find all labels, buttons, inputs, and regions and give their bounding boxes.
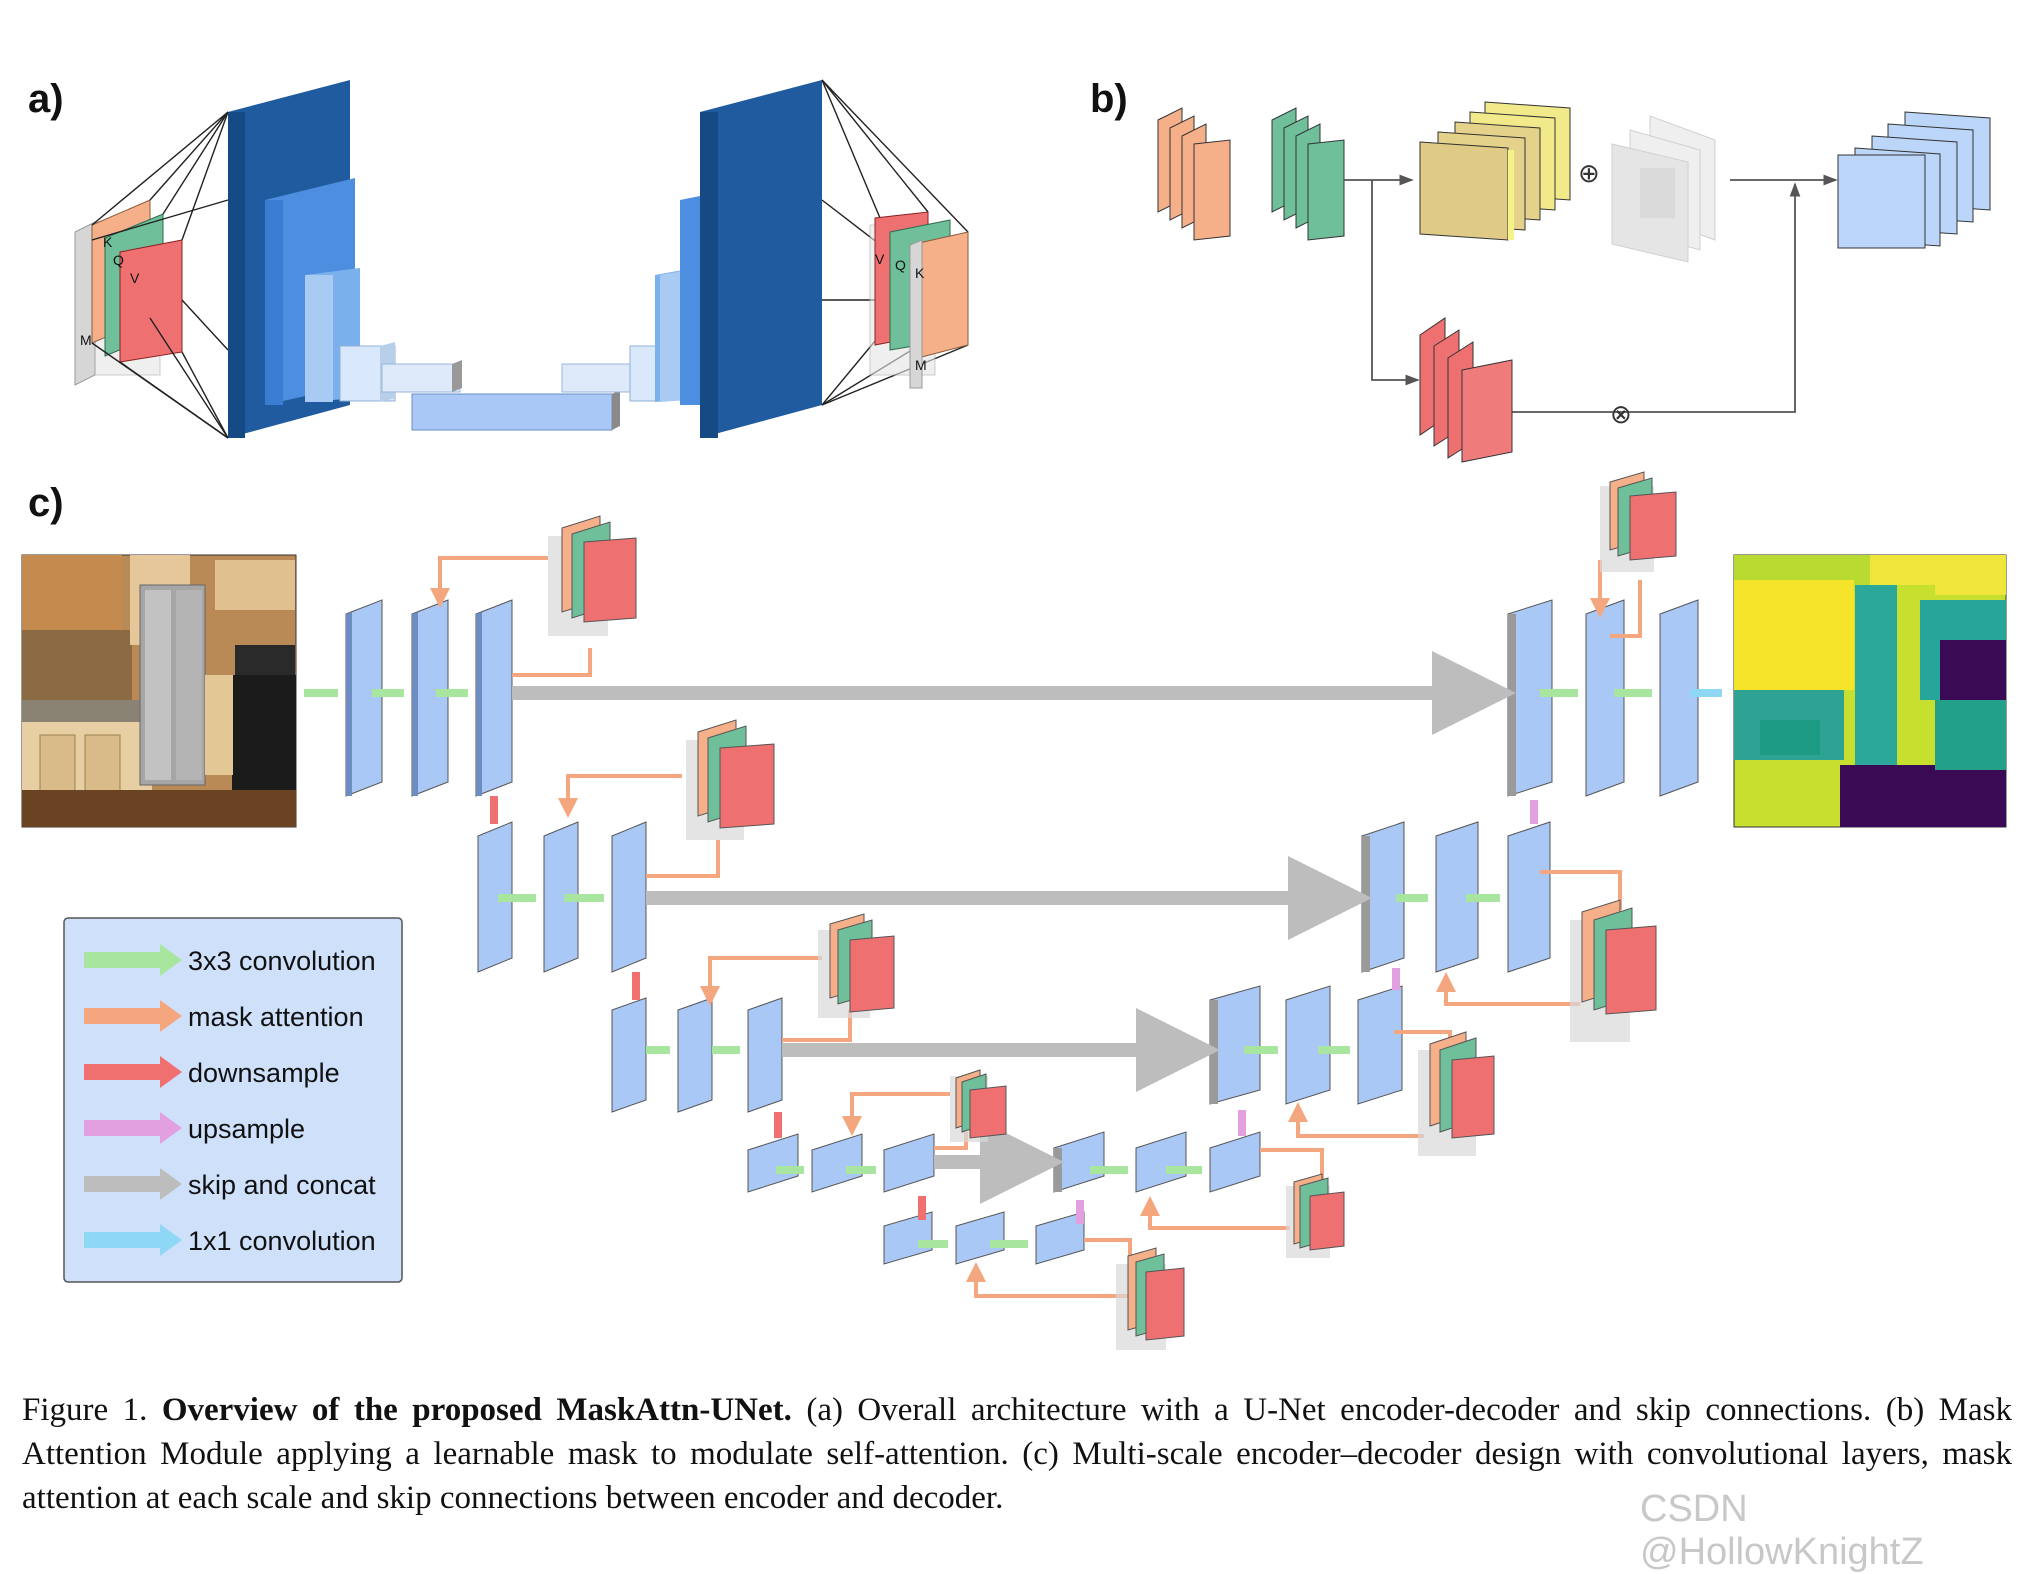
panel-b-red-stack (1419, 317, 1513, 463)
panel-b-add-op: ⊕ (1578, 159, 1600, 189)
figure: a) M K Q V (21, 77, 2007, 1350)
legend-arrow (84, 1224, 182, 1256)
attention-module (548, 515, 637, 636)
panel-a-label: a) (28, 77, 64, 121)
panel-a-right-k: K (915, 265, 925, 281)
watermark: CSDN @HollowKnightZ (1640, 1488, 1924, 1573)
conv-arrows (304, 689, 1652, 1248)
panel-a-right-q: Q (895, 257, 906, 273)
legend-arrow (84, 944, 182, 976)
mask-attention-arrows (430, 556, 1642, 1298)
skip-connections (512, 651, 1516, 1204)
attention-module (1418, 1031, 1495, 1156)
panel-a-right-m: M (915, 357, 927, 373)
encoder-level-0 (345, 599, 513, 797)
panel-b-yellow-stack (1419, 101, 1571, 241)
attention-module (950, 1069, 1007, 1142)
legend-label: downsample (188, 1058, 340, 1088)
legend-arrow (84, 1056, 182, 1088)
attention-module (1600, 471, 1677, 572)
decoder-level-0 (1507, 599, 1699, 797)
panel-a-left-lines (91, 111, 229, 439)
panel-a-left-q: Q (113, 252, 124, 268)
panel-a-left-v: V (130, 270, 140, 286)
panel-b-orange-stack (1157, 107, 1231, 241)
panel-a-bottleneck (411, 393, 613, 431)
panel-b-green-stack (1271, 107, 1345, 241)
caption-prefix: Figure 1. (22, 1392, 162, 1428)
panel-b-mul-op: ⊗ (1610, 400, 1632, 430)
decoder-level-1 (1361, 821, 1551, 973)
panel-b: b) ⊕ (1090, 77, 1991, 463)
encoder-level-1 (477, 821, 647, 973)
legend-item: skip and concat (84, 1168, 376, 1200)
panel-b-label: b) (1090, 77, 1128, 121)
panel-a-right-v: V (875, 251, 885, 267)
decoder-level-2 (1209, 985, 1403, 1105)
encoder-level-3 (747, 1133, 935, 1193)
caption-text: (a) Overall architecture with a U-Net en… (22, 1392, 2012, 1516)
encoder-level-2 (611, 997, 783, 1113)
legend-arrow (84, 1168, 182, 1200)
panel-b-gray-stack (1611, 115, 1716, 263)
legend-item: 1x1 convolution (84, 1224, 376, 1256)
attention-module (818, 913, 895, 1018)
legend-label: skip and concat (188, 1170, 376, 1200)
output-segmentation (1733, 554, 2007, 828)
panel-a-dec-slab (700, 80, 822, 438)
panel-b-flow (1344, 174, 1838, 413)
legend-label: mask attention (188, 1002, 364, 1032)
panel-a-left-k: K (103, 234, 113, 250)
input-image (21, 554, 297, 828)
legend-label: 3x3 convolution (188, 946, 376, 976)
panel-a-encoder-blocks (265, 178, 462, 405)
legend-label: 1x1 convolution (188, 1226, 376, 1256)
panel-b-output-stack (1837, 111, 1991, 249)
caption-bold-title: Overview of the proposed MaskAttn-UNet. (161, 1392, 792, 1428)
attention-module (1570, 899, 1657, 1042)
upsample-arrows (1076, 800, 1538, 1224)
legend-arrow (84, 1000, 182, 1032)
panel-a-left-module: M K Q V (74, 199, 183, 386)
figure-caption: Figure 1. Overview of the proposed MaskA… (22, 1388, 2012, 1520)
attention-module (1286, 1173, 1345, 1258)
downsample-arrows (490, 796, 926, 1220)
legend: 3x3 convolution mask attention downsample u… (63, 917, 403, 1283)
panel-a-right-module: V Q K M (869, 211, 969, 389)
legend-item: downsample (84, 1056, 340, 1088)
legend-arrow (84, 1112, 182, 1144)
legend-item: 3x3 convolution (84, 944, 376, 976)
attention-module (686, 719, 775, 840)
decoder-level-3 (1053, 1131, 1261, 1193)
panel-a-left-m: M (80, 332, 92, 348)
panel-a-decoder-blocks (561, 196, 700, 405)
panel-a: a) M K Q V (28, 77, 969, 439)
legend-item: mask attention (84, 1000, 364, 1032)
legend-item: upsample (84, 1112, 305, 1144)
panel-c: c) (21, 471, 2007, 1350)
legend-label: upsample (188, 1114, 305, 1144)
attention-module (1116, 1247, 1185, 1350)
panel-c-label: c) (28, 481, 64, 525)
bottleneck-level (883, 1211, 1085, 1265)
